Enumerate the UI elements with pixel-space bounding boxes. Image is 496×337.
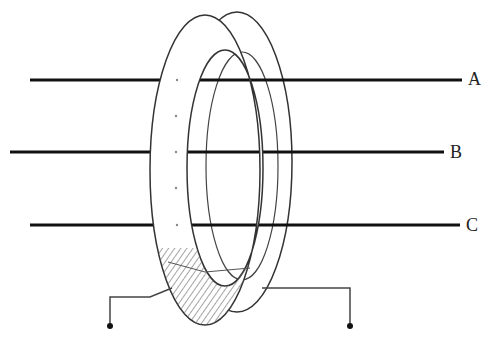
terminal (107, 323, 353, 329)
core-dots (175, 79, 178, 226)
core-inner-surface (206, 52, 278, 280)
winding-lead (110, 288, 350, 324)
phase-label: B (450, 143, 462, 161)
secondary-winding (150, 248, 270, 333)
conductor (186, 80, 462, 225)
phase-label: A (468, 70, 481, 88)
phase-label: C (466, 216, 478, 234)
winding-edge (168, 262, 250, 272)
